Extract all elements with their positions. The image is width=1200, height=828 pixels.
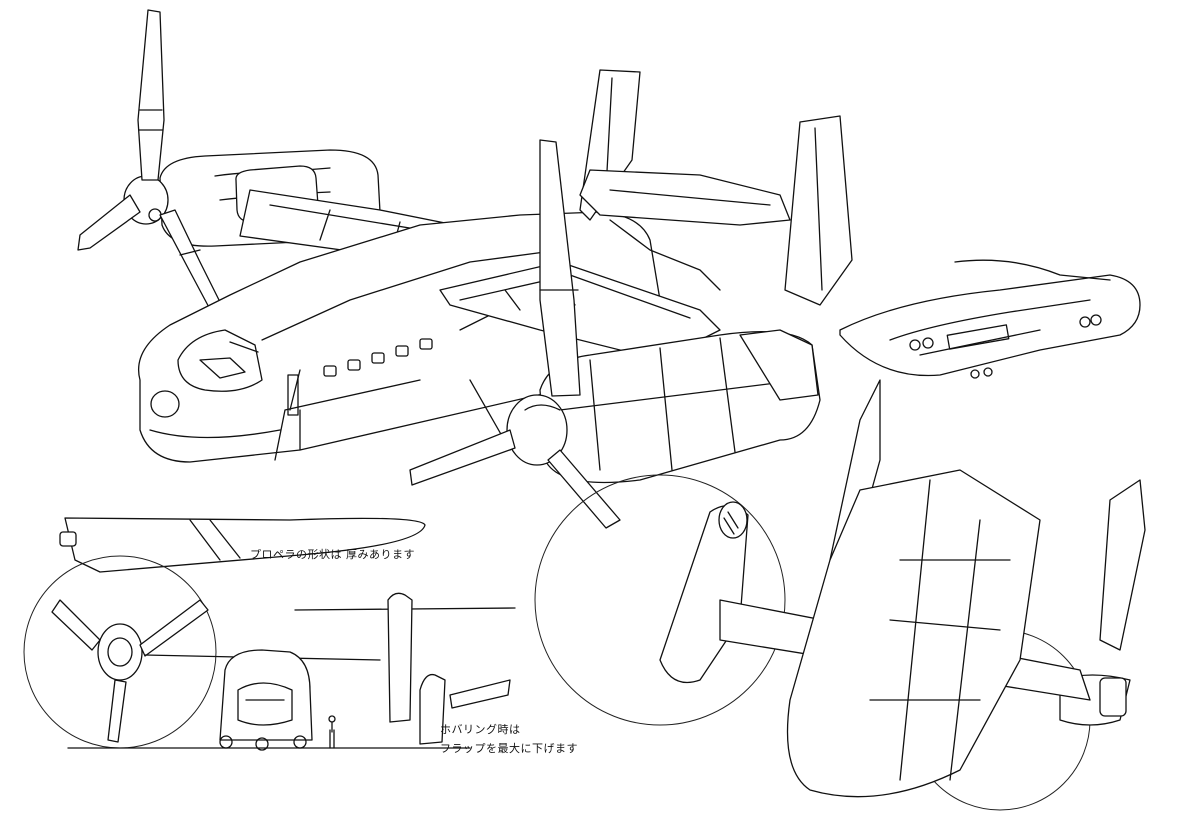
bottom-up-view	[534, 379, 1146, 811]
propeller-note: プロペラの形状は 厚みあります	[250, 548, 415, 561]
propeller-blade-detail	[23, 517, 426, 749]
hovering-note-line1: ホバリング時は	[440, 723, 521, 736]
underside-view	[839, 259, 1141, 379]
front-view	[67, 592, 516, 751]
hovering-note-line2: フラップを最大に下げます	[440, 742, 578, 755]
main-aircraft-view	[77, 9, 853, 529]
